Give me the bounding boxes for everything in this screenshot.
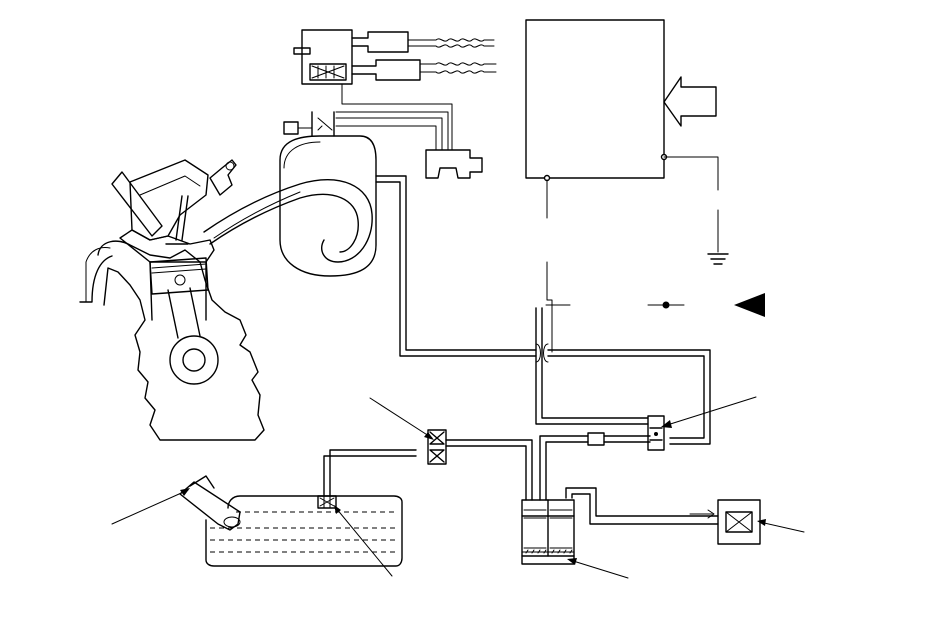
- arrow-left-icon: [663, 76, 717, 127]
- charcoal-canister-icon: [521, 499, 575, 565]
- evap-line-purge: [535, 307, 649, 425]
- two-way-valve-icon: [427, 429, 447, 465]
- evap-line-check: [539, 435, 651, 501]
- evap-line-vent: [565, 487, 719, 525]
- ground-symbol-icon: [707, 253, 729, 265]
- purge-valve-icon: [647, 415, 665, 451]
- junction-dot-icon: [647, 301, 685, 309]
- intake-manifold-icon: [203, 111, 377, 277]
- inline-check-valve-icon: [587, 432, 605, 446]
- callout-leaders: [111, 396, 805, 579]
- control-unit-box: [525, 19, 668, 182]
- signal-wire-lower: [546, 261, 553, 353]
- filler-neck-icon: [179, 475, 241, 531]
- evap-line-tank: [323, 439, 533, 501]
- output-wire: [663, 156, 719, 191]
- engine-cutaway-icon: [79, 159, 265, 441]
- evap-line-manifold: [375, 175, 711, 445]
- fuel-tank-valve-icon: [317, 495, 337, 509]
- vent-solenoid-icon: [689, 499, 761, 545]
- fuel-tank-icon: [205, 495, 403, 567]
- triangle-terminal-icon: [734, 293, 765, 317]
- throttle-body-icon: [293, 29, 497, 179]
